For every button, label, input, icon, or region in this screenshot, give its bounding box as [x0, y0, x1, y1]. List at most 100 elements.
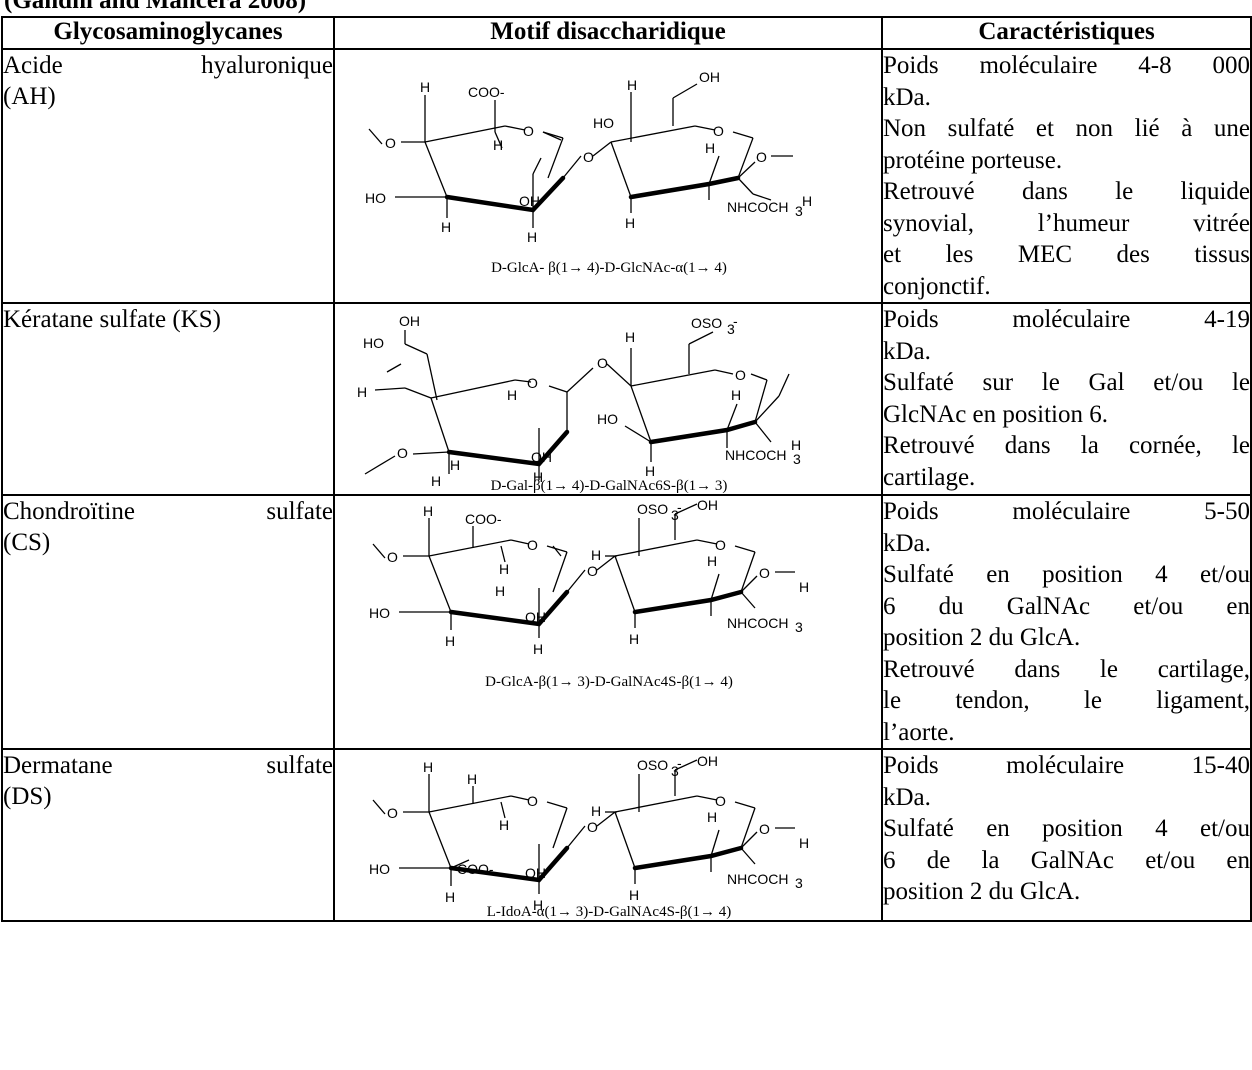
atom-label: O: [527, 375, 538, 391]
atom-label: HO: [365, 190, 386, 206]
gag-name-line: Acide hyaluronique: [3, 52, 333, 79]
atom-subscript: 3: [727, 321, 735, 337]
gag-name-line: Dermatane sulfate: [3, 752, 333, 779]
atom-label: H: [423, 503, 433, 519]
feature-line: position 2 du GlcA.: [883, 624, 1081, 651]
header-motif: Motif disaccharidique: [333, 16, 883, 50]
atom-label: O: [587, 819, 598, 835]
feature-line: Retrouvé dans le cartilage,: [883, 655, 1250, 683]
atom-label: H: [495, 583, 505, 599]
feature-line: Sulfaté en position 4 et/ou: [883, 561, 1250, 588]
atom-charge: -: [677, 499, 682, 515]
atom-label: OH: [399, 313, 420, 329]
atom-label: HO: [597, 411, 618, 427]
feature-line: kDa.: [883, 529, 931, 557]
gag-name-line: Chondroïtine sulfate: [3, 498, 333, 525]
linkage-label: D-GlcA-β(1→ 3)-D-GalNAc4S-β(1→ 4): [485, 674, 733, 690]
feature-line: kDa.: [883, 83, 931, 111]
atom-label: H: [431, 473, 441, 489]
atom-label: H: [533, 641, 543, 657]
feature-line: l’aorte.: [883, 718, 955, 746]
feature-line: 6 du GalNAc et/ou en: [883, 592, 1250, 620]
feature-line: kDa.: [883, 783, 931, 811]
atom-label: H: [445, 633, 455, 649]
linkage-label: D-Gal-β(1→ 4)-D-GalNAc6S-β(1→ 3): [491, 478, 728, 494]
gag-name-ah: Acide hyaluronique (AH): [1, 48, 335, 304]
feature-line: et les MEC des tissus: [883, 241, 1250, 268]
feature-line: Retrouvé dans la cornée, le: [883, 432, 1250, 459]
feature-line: Poids moléculaire 4-8 000: [883, 52, 1250, 79]
atom-label: H: [707, 553, 717, 569]
atom-charge: -: [677, 755, 682, 771]
atom-subscript: 3: [795, 203, 803, 219]
features-ds: Poids moléculaire 15-40 kDa. Sulfaté en …: [881, 748, 1252, 922]
atom-label: H: [533, 897, 543, 913]
atom-label: H: [645, 463, 655, 479]
features-cs: Poids moléculaire 5-50 kDa. Sulfaté en p…: [881, 494, 1252, 750]
feature-line: Retrouvé dans le liquide: [883, 178, 1250, 205]
atom-label: O: [756, 149, 767, 165]
atom-label: O: [759, 565, 770, 581]
table-row-ks: Kératane sulfate (KS): [1, 302, 1252, 496]
atom-label: H: [629, 631, 639, 647]
atom-label: O: [397, 445, 408, 461]
atom-label: OH: [699, 69, 720, 85]
atom-label: H: [629, 887, 639, 903]
gag-name-ks: Kératane sulfate (KS): [1, 302, 335, 496]
atom-label: O: [387, 805, 398, 821]
atom-label: OH: [697, 497, 718, 513]
atom-label: H: [467, 771, 477, 787]
feature-line: Poids moléculaire 4-19: [883, 306, 1250, 333]
header-gag: Glycosaminoglycanes: [1, 16, 335, 50]
atom-subscript: 3: [671, 507, 679, 523]
atom-label: H: [627, 77, 637, 93]
atom-label: OSO: [637, 501, 668, 517]
atom-label: OH: [697, 753, 718, 769]
features-ks: Poids moléculaire 4-19 kDa. Sulfaté sur …: [881, 302, 1252, 496]
atom-label: H: [799, 835, 809, 851]
atom-label: OH: [525, 609, 546, 625]
atom-label: O: [713, 123, 724, 139]
atom-label: O: [523, 123, 534, 139]
atom-label: H: [420, 79, 430, 95]
linkage-label: L-IdoA-α(1→ 3)-D-GalNAc4S-β(1→ 4): [487, 904, 732, 920]
feature-line: Poids moléculaire 5-50: [883, 498, 1250, 525]
atom-label: O: [527, 793, 538, 809]
atom-label: HO: [369, 861, 390, 877]
atom-label: H: [707, 809, 717, 825]
atom-label: O: [587, 563, 598, 579]
atom-subscript: 3: [793, 451, 801, 467]
gag-name-cs: Chondroïtine sulfate (CS): [1, 494, 335, 750]
atom-label: H: [705, 140, 715, 156]
feature-line: Sulfaté sur le Gal et/ou le: [883, 369, 1250, 396]
atom-label: H: [791, 437, 801, 453]
atom-label: NHCOCH: [725, 447, 786, 463]
header-features: Caractéristiques: [881, 16, 1252, 50]
atom-label: H: [507, 387, 517, 403]
atom-label: O: [583, 149, 594, 165]
gag-name-line: Kératane sulfate (KS): [3, 306, 221, 333]
feature-line: 6 de la GalNAc et/ou en: [883, 846, 1250, 874]
atom-label: OH: [531, 449, 552, 465]
atom-label: HO: [369, 605, 390, 621]
atom-label: H: [493, 137, 503, 153]
atom-label: H: [591, 547, 601, 563]
atom-label: H: [625, 329, 635, 345]
gag-table: Glycosaminoglycanes Motif disaccharidiqu…: [1, 16, 1252, 922]
atom-subscript: 3: [671, 763, 679, 779]
atom-label: H: [357, 384, 367, 400]
atom-label: OH: [519, 193, 540, 209]
atom-label: O: [759, 821, 770, 837]
feature-line: conjonctif.: [883, 272, 991, 300]
atom-label: O: [735, 367, 746, 383]
atom-label: HO: [363, 335, 384, 351]
atom-label: H: [499, 817, 509, 833]
feature-line: le tendon, le ligament,: [883, 687, 1250, 714]
table-row-cs: Chondroïtine sulfate (CS): [1, 494, 1252, 750]
atom-label: H: [441, 219, 451, 235]
header-row: Glycosaminoglycanes Motif disaccharidiqu…: [1, 16, 1252, 50]
atom-label: H: [802, 193, 812, 209]
atom-label: O: [597, 355, 608, 371]
